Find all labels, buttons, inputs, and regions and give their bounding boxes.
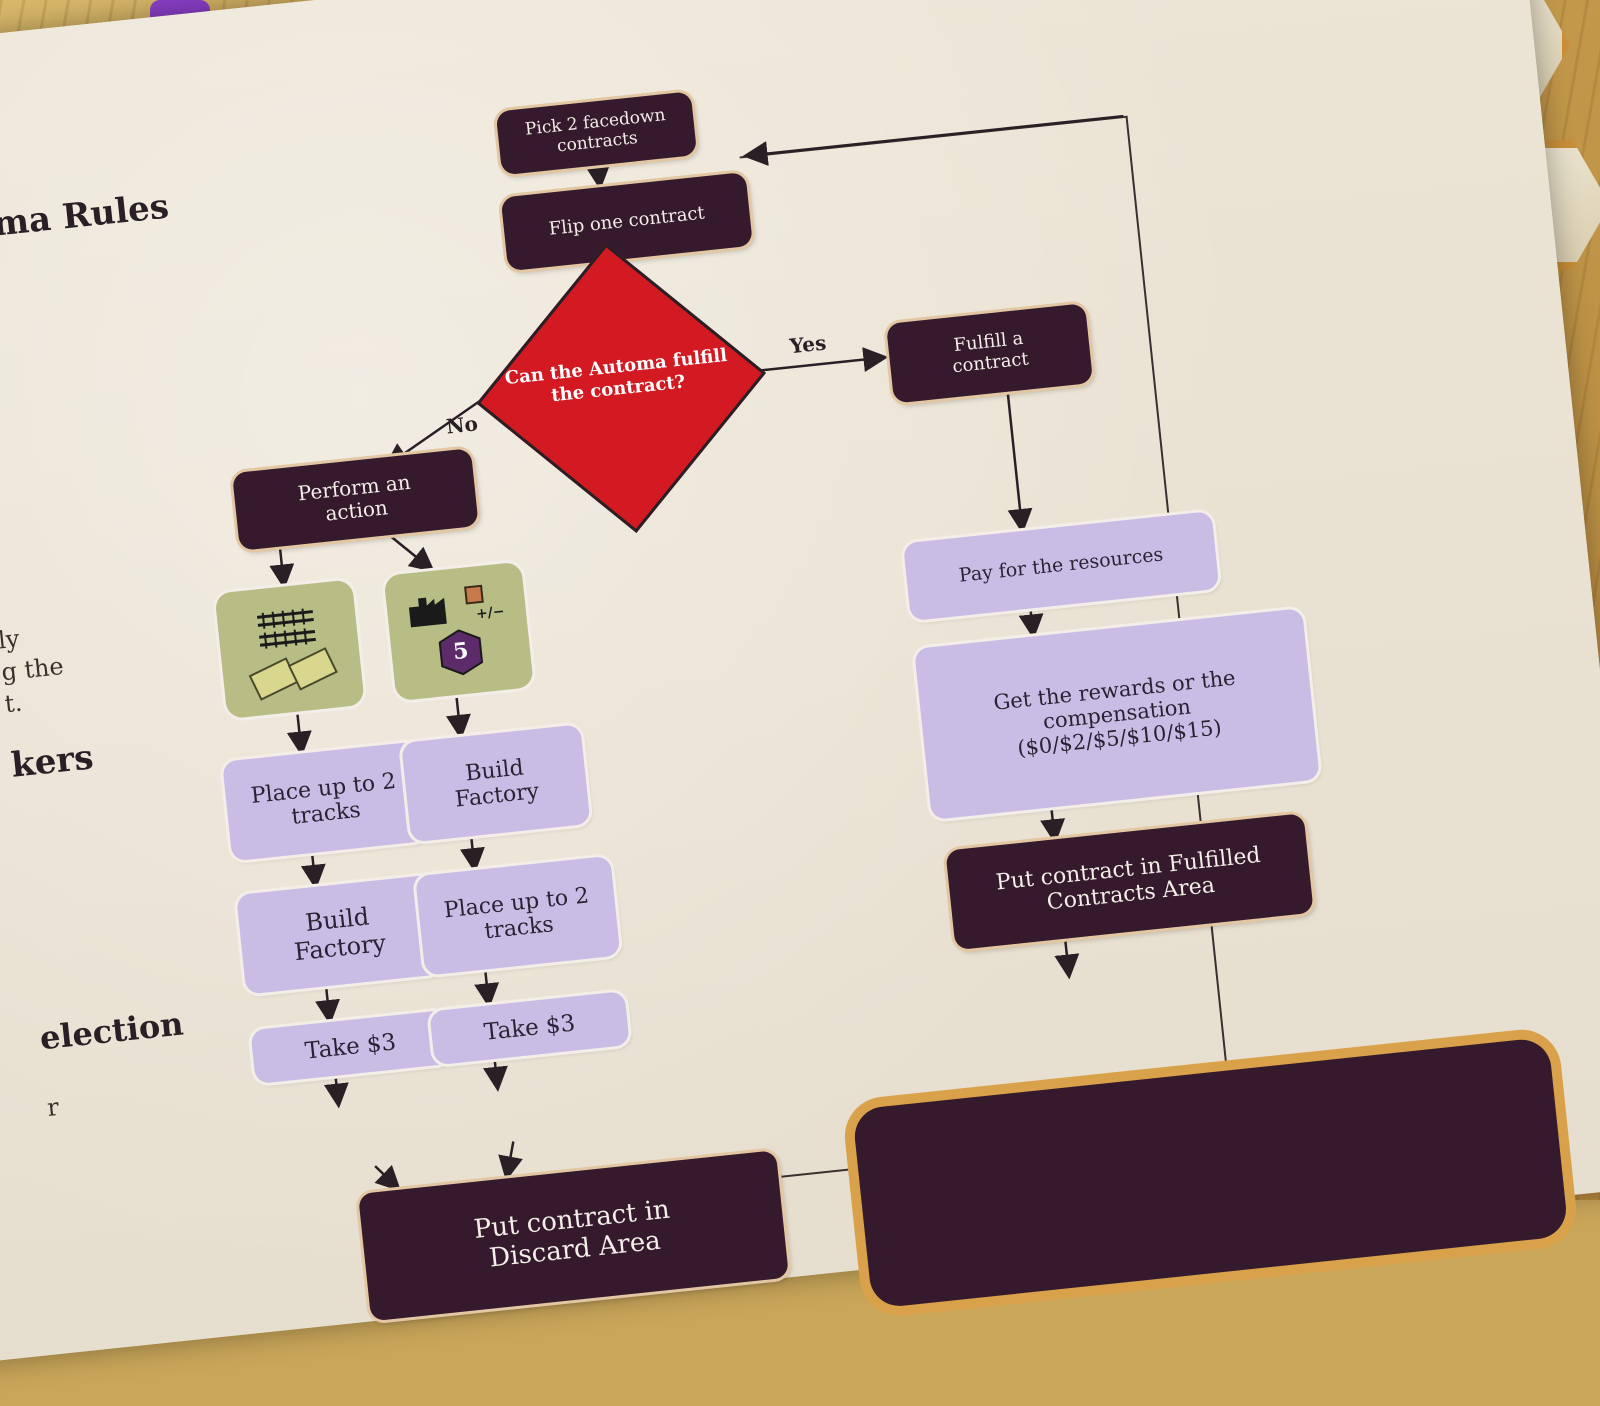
factory-action-card: +/− 5 — [383, 561, 534, 702]
no-label: No — [444, 411, 479, 439]
mid-build-factory-box: Build Factory — [401, 724, 591, 843]
contract-cards-icon — [248, 647, 338, 701]
rules-sheet: toma Rules t ly g the t. kers election r — [0, 0, 1600, 1367]
factory-icon — [408, 597, 447, 628]
yes-label: Yes — [788, 330, 828, 359]
left-place-tracks-box: Place up to 2 tracks — [222, 741, 428, 862]
left-build-factory-box: Build Factory — [236, 874, 442, 995]
hexagon-badge-icon — [438, 629, 484, 676]
track-action-card — [214, 579, 365, 720]
badge-number: 5 — [451, 637, 470, 666]
tracks-icon — [256, 608, 316, 649]
mid-place-tracks-box: Place up to 2 tracks — [415, 855, 621, 976]
crate-icon — [464, 584, 484, 605]
